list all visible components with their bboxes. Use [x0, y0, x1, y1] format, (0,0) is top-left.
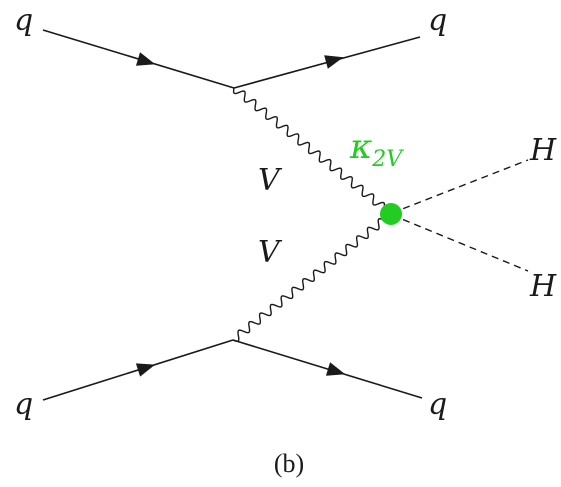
label-v-upper: V	[258, 163, 283, 198]
bottom-quark-line	[42, 339, 423, 401]
top-outgoing-arrow	[324, 55, 344, 69]
label-q-out-top: q	[428, 3, 447, 38]
top-incoming-arrow	[135, 52, 156, 66]
label-h-lower: H	[529, 269, 557, 304]
k2v-subscript: 2V	[371, 147, 404, 172]
label-q-in-bottom: q	[14, 387, 33, 422]
bottom-outgoing-arrow	[325, 362, 346, 376]
bottom-outgoing-quark-line	[232, 339, 423, 399]
label-v-lower: V	[258, 235, 283, 270]
lower-higgs-line	[391, 214, 529, 272]
upper-v-boson-propagator	[232, 87, 386, 209]
lower-v-boson-propagator	[232, 217, 385, 343]
upper-higgs-line	[391, 159, 529, 214]
top-quark-line	[42, 29, 421, 89]
label-q-in-top: q	[14, 3, 33, 38]
k2v-symbol: κ	[349, 127, 372, 167]
label-h-upper: H	[529, 133, 557, 168]
figure-caption: (b)	[274, 449, 304, 478]
k2v-vertex-dot	[380, 203, 402, 225]
label-q-out-bottom: q	[428, 387, 447, 422]
bottom-incoming-arrow	[135, 363, 156, 377]
k2v-coupling-label: κ2V	[349, 127, 404, 172]
